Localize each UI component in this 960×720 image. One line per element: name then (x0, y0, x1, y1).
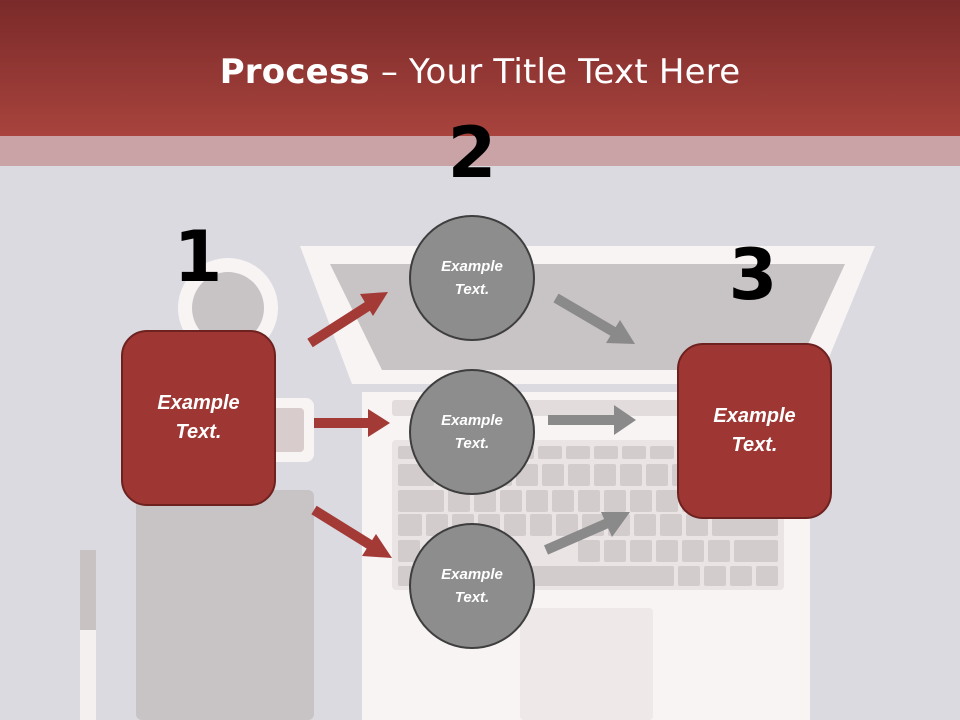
circle-top-label: Example Text. (441, 258, 503, 298)
circle-top: Example Text. (409, 215, 535, 341)
step-box-1: Example Text. (121, 330, 276, 506)
circle-bottom-label: Example Text. (441, 566, 503, 606)
step-number-3: 3 (728, 234, 778, 316)
title-bar-band (0, 136, 960, 166)
step-number-2: 2 (447, 112, 497, 194)
title-bar (0, 0, 960, 136)
circle-middle-label: Example Text. (441, 412, 503, 452)
step-box-3: Example Text. (677, 343, 832, 519)
step-box-3-label: Example Text. (713, 405, 796, 456)
arrow-1-to-circle-bottom (311, 505, 375, 551)
title-rest: – Your Title Text Here (369, 52, 741, 92)
arrow-1-to-circle-top (307, 301, 371, 348)
arrow-circle-top-to-3 (553, 293, 617, 337)
slide-title: Process – Your Title Text Here (0, 52, 960, 92)
step-number-1: 1 (173, 216, 223, 298)
arrow-circle-bottom-to-3 (543, 517, 613, 555)
title-bold: Process (219, 52, 370, 92)
step-box-1-label: Example Text. (157, 392, 240, 443)
circle-middle: Example Text. (409, 369, 535, 495)
circle-bottom: Example Text. (409, 523, 535, 649)
